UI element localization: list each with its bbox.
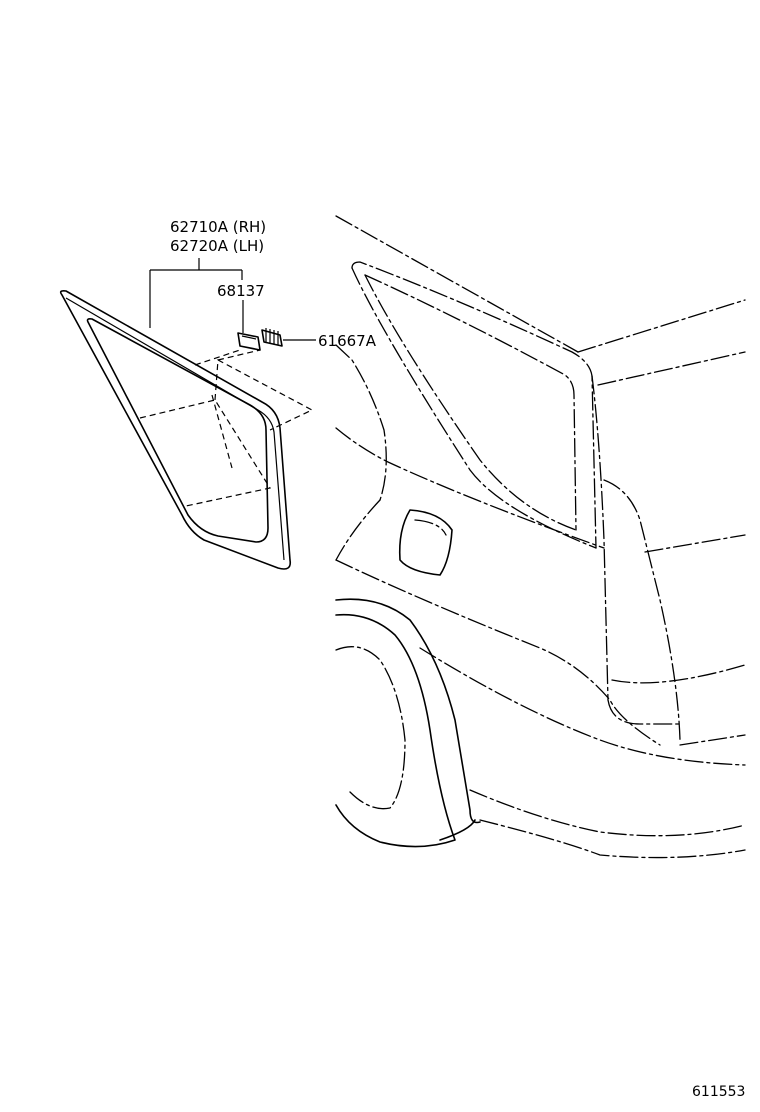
- clip-base-61667a: [261, 328, 283, 347]
- vehicle-rear-body: [335, 215, 746, 859]
- label-glass-rh: 62710A (RH): [170, 218, 266, 236]
- leader-lines: [149, 258, 316, 341]
- label-clip: 68137: [217, 282, 265, 300]
- quarter-window-glass: [59, 290, 314, 570]
- clip-68137: [237, 332, 261, 351]
- label-clip-base: 61667A: [318, 332, 377, 350]
- illustration-number: 611553: [692, 1084, 745, 1100]
- label-glass-lh: 62720A (LH): [170, 237, 264, 255]
